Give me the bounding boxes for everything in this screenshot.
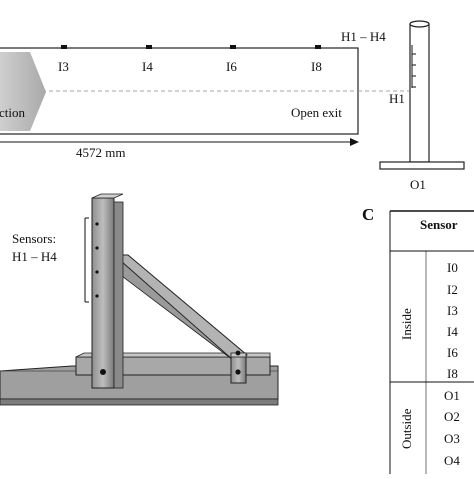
group-label-outside: Outside <box>399 408 414 449</box>
post-top <box>409 20 430 28</box>
sensor-mark-i8 <box>315 45 321 49</box>
sensors-label: Sensors: <box>12 231 56 246</box>
post-range-label: H1 – H4 <box>341 29 386 44</box>
sensor-table: C Sensor Inside Outside I0 I2 I3 I4 I6 I… <box>362 205 474 474</box>
table-cell-i8: I8 <box>447 366 458 381</box>
base-member-top <box>75 352 271 358</box>
flow-arrow <box>0 52 46 131</box>
column-bolt <box>100 369 106 375</box>
panel-letter-c: C <box>362 205 374 224</box>
table-cell-i0: I0 <box>447 260 458 275</box>
dimension-label: 4572 mm <box>76 145 125 160</box>
table-header-sensor: Sensor <box>420 217 458 232</box>
vertical-column-side <box>113 201 124 389</box>
sensor-mark-i4 <box>146 45 152 49</box>
sensor-label-i3: I3 <box>58 59 69 74</box>
column-sensor-hole <box>95 294 99 298</box>
sensor-mark-i6 <box>230 45 236 49</box>
column-sensor-hole <box>95 222 99 226</box>
table-cell-i6: I6 <box>447 345 458 360</box>
table-cell-o4: O4 <box>444 453 460 468</box>
column-sensor-hole <box>95 270 99 274</box>
sensor-mark-i3 <box>61 45 67 49</box>
table-cell-o1: O1 <box>444 388 460 403</box>
diagonal-brace-side <box>113 254 234 361</box>
sensors-range-label: H1 – H4 <box>12 249 57 264</box>
post-base-label: O1 <box>410 177 426 192</box>
table-cell-i2: I2 <box>447 282 458 297</box>
group-label-inside: Inside <box>399 308 414 340</box>
diagonal-brace <box>112 254 248 361</box>
vertical-column <box>91 197 115 389</box>
small-post-bolt <box>235 350 241 356</box>
post-body <box>409 23 430 163</box>
post-h1-label: H1 <box>389 91 405 106</box>
sensor-label-i6: I6 <box>226 59 237 74</box>
side-post-diagram: H1 – H4 H1 O1 <box>341 20 465 192</box>
table-cell-i4: I4 <box>447 324 458 339</box>
table-cell-o3: O3 <box>444 431 460 446</box>
partial-direction-label: ction <box>0 105 25 120</box>
sensor-label-i8: I8 <box>311 59 322 74</box>
sensor-label-i4: I4 <box>142 59 153 74</box>
table-cell-i3: I3 <box>447 303 458 318</box>
vertical-column-top <box>91 193 124 199</box>
ground-beam-bottom <box>0 398 279 406</box>
dimension-arrowhead <box>350 138 359 146</box>
stand-diagram: Sensors: H1 – H4 <box>0 193 279 406</box>
small-post-bolt <box>235 369 241 375</box>
column-sensor-hole <box>95 246 99 250</box>
channel-diagram: I3 I4 I6 I8 ction Open exit 4572 mm <box>0 45 359 160</box>
small-post <box>230 354 247 384</box>
post-base <box>379 161 465 170</box>
table-cell-o2: O2 <box>444 409 460 424</box>
open-exit-label: Open exit <box>291 105 342 120</box>
